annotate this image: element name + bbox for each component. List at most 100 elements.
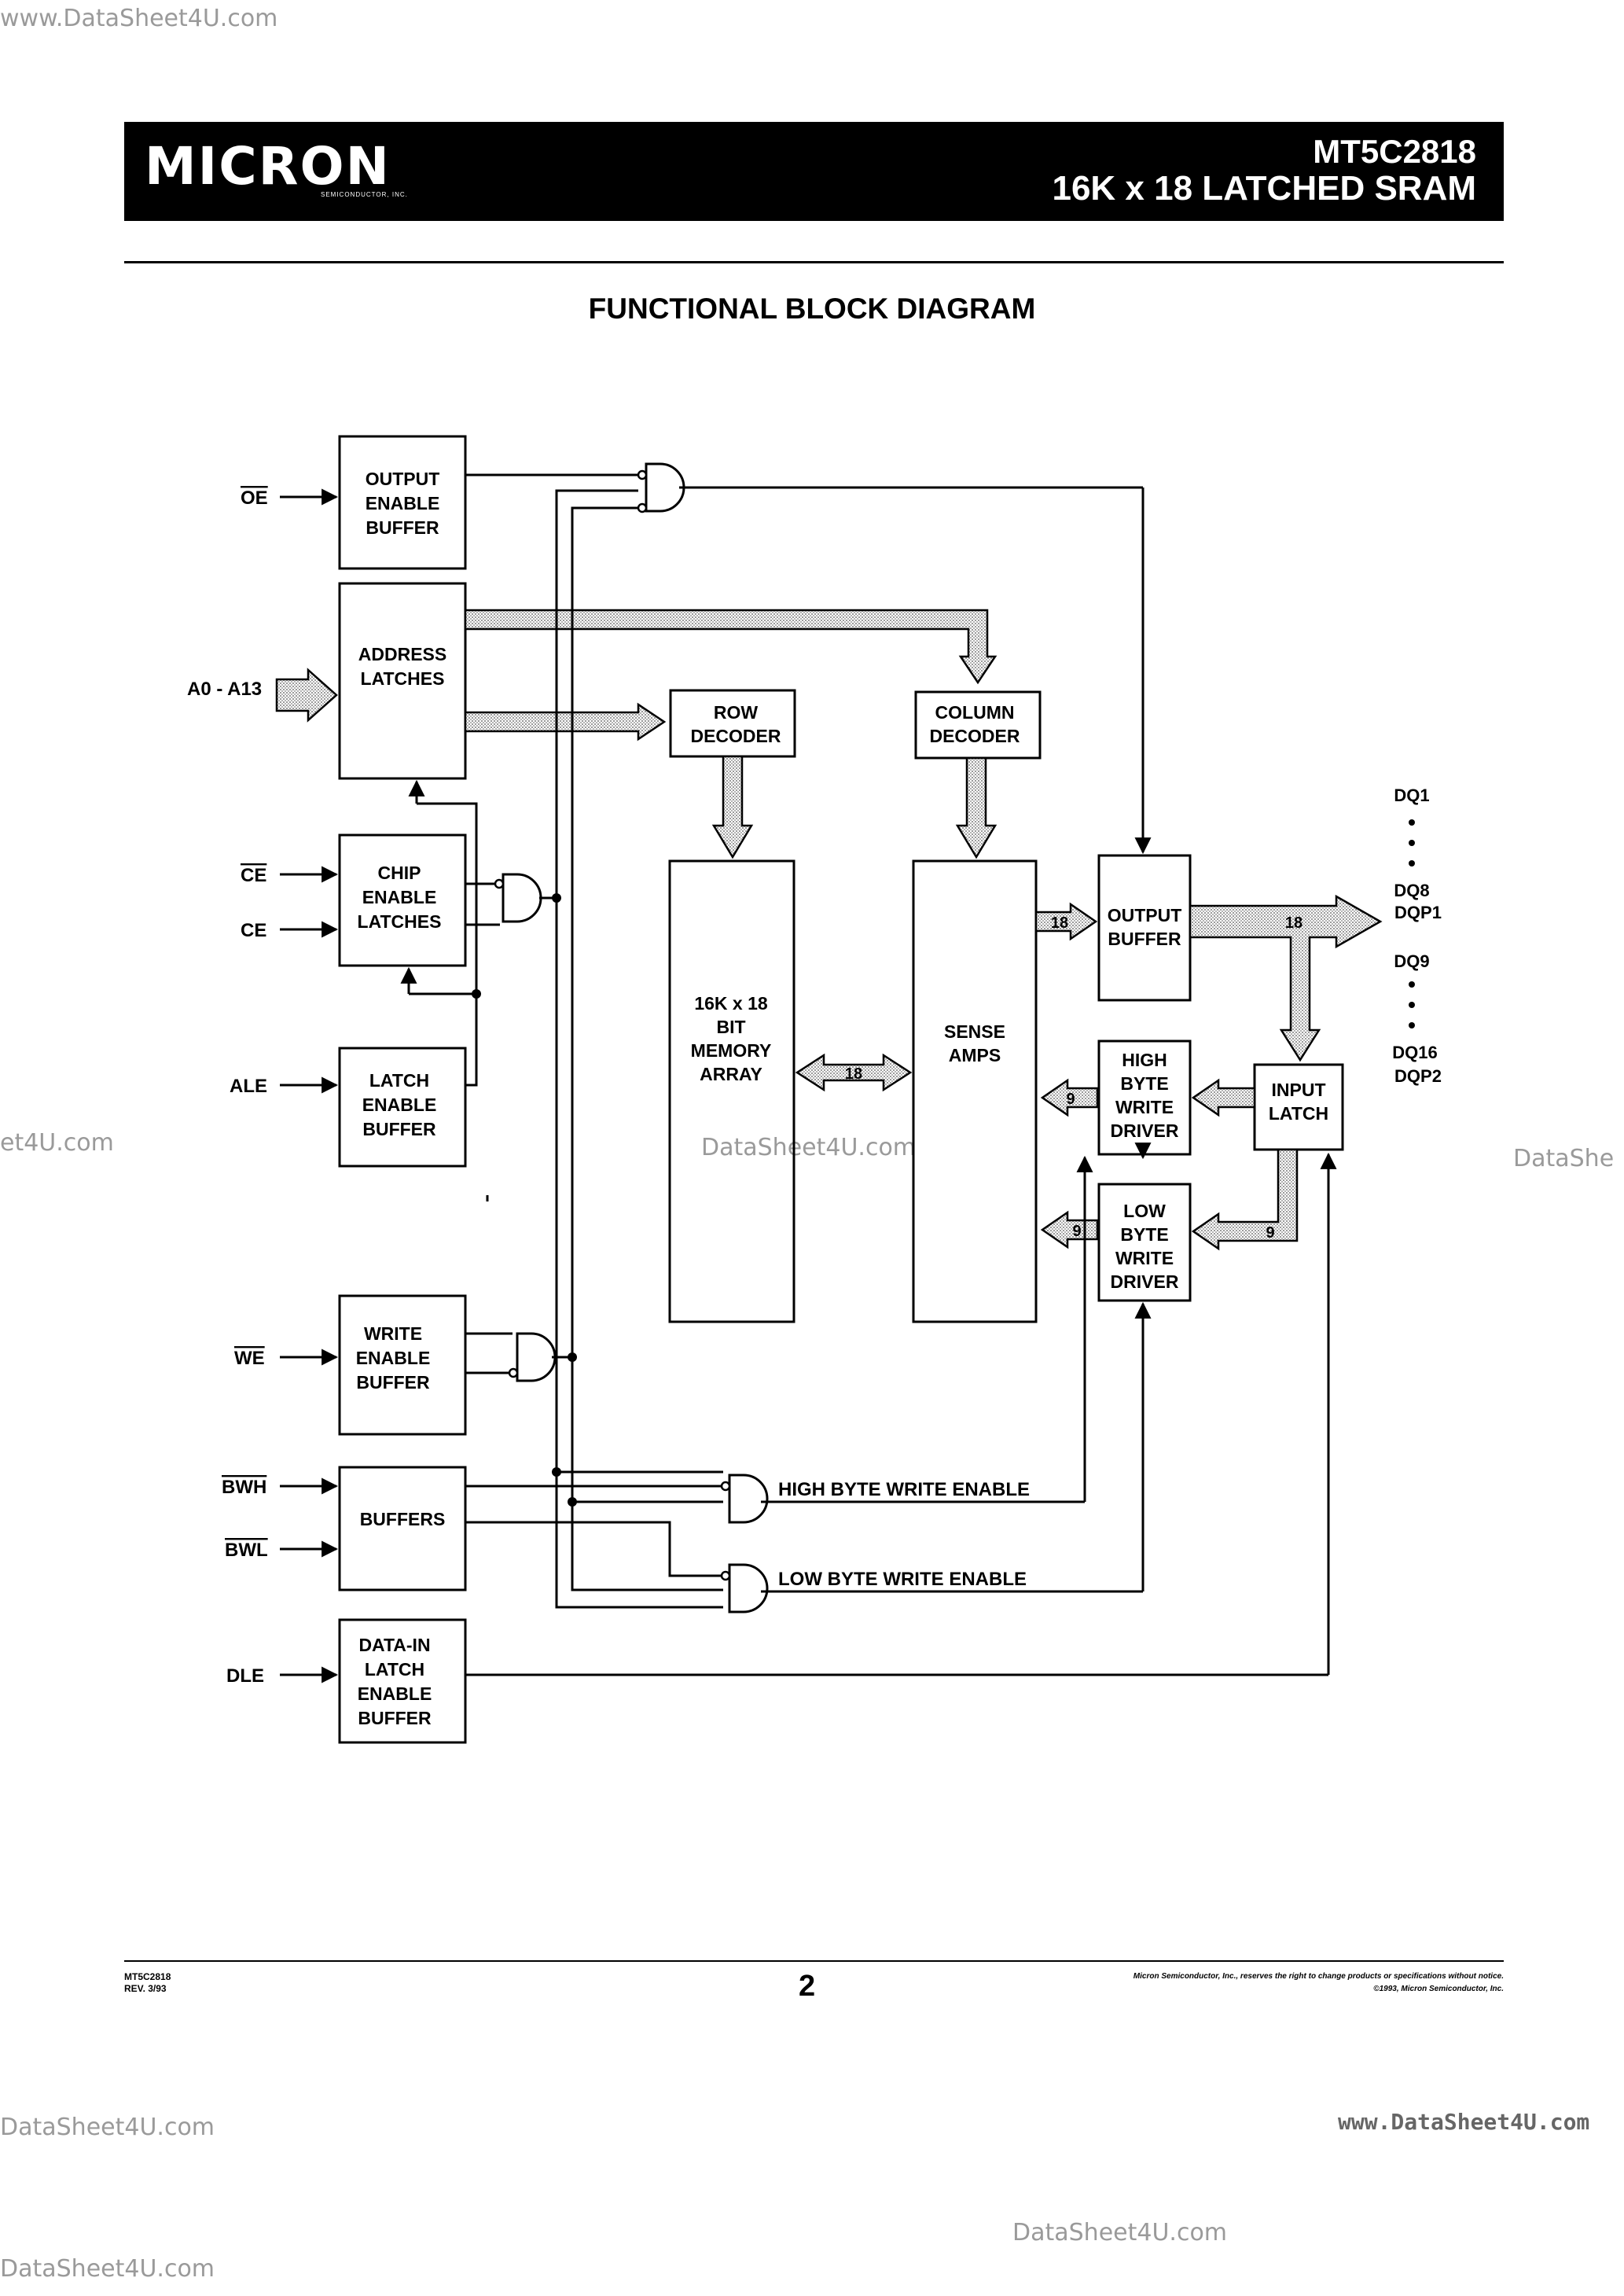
- ce-gate-bubble: [494, 878, 505, 889]
- bus-width-sense-output: 18: [1051, 914, 1068, 932]
- part-number: MT5C2818: [1313, 133, 1476, 170]
- high-driver-to-sense-bus: [1040, 1078, 1099, 1117]
- high-byte-write-enable-label: HIGH BYTE WRITE ENABLE: [778, 1479, 1030, 1500]
- bus-width-low-driver: 9: [1072, 1223, 1081, 1240]
- input-to-high-driver-bus: [1191, 1078, 1256, 1117]
- bus-width-array-sense: 18: [845, 1065, 862, 1083]
- address-to-column-bus: [464, 609, 998, 685]
- low-byte-write-driver-block: [1097, 1183, 1192, 1302]
- oe-gate-bubble-2: [637, 502, 648, 513]
- dq-dot: [1409, 819, 1415, 826]
- junction-dot: [552, 1467, 561, 1477]
- high-gate-bubble: [720, 1481, 731, 1492]
- low-byte-and-gate: [728, 1563, 769, 1613]
- oe-gate-bubble-1: [637, 469, 648, 480]
- memory-array-block: [668, 859, 795, 1323]
- footer-notice: Micron Semiconductor, Inc., reserves the…: [1133, 1972, 1504, 1981]
- dq-dot: [1409, 981, 1415, 988]
- ale-to-address: [417, 802, 478, 994]
- array-sense-bus: [795, 1053, 913, 1092]
- we-gate-bubble: [508, 1367, 519, 1378]
- ale-label: ALE: [230, 1076, 267, 1097]
- bwh-label: BWH: [222, 1477, 266, 1498]
- watermark-mid-left[interactable]: et4U.com: [0, 1129, 114, 1157]
- we-label: WE: [234, 1348, 265, 1369]
- oe-and-gate: [645, 462, 685, 513]
- footer-rule: [124, 1960, 1504, 1962]
- input-to-low-driver-bus: [1191, 1148, 1299, 1251]
- address-bus-label: A0 - A13: [187, 679, 262, 700]
- watermark-footer-center[interactable]: DataSheet4U.com: [1012, 2219, 1228, 2246]
- oe-label: OE: [241, 488, 268, 509]
- ce-label: CE: [241, 920, 266, 941]
- watermark-mid-right[interactable]: DataShe: [1513, 1145, 1615, 1172]
- logo-subtitle: SEMICONDUCTOR, INC.: [321, 191, 408, 198]
- address-input-bus: [275, 668, 338, 723]
- junction-dot: [568, 1497, 577, 1507]
- header-rule: [124, 261, 1504, 263]
- we-and-gate: [516, 1332, 557, 1382]
- buffers-label: BUFFERS: [360, 1509, 446, 1529]
- dq-dot: [1409, 860, 1415, 867]
- row-decoder-block: [669, 689, 796, 758]
- ce-gate-to-oe-gate: [555, 489, 638, 898]
- output-buffer-block: [1097, 854, 1192, 1002]
- bus-width-output-dq: 18: [1285, 914, 1303, 932]
- output-enable-buffer-block: [338, 435, 467, 570]
- we-gate-to-oe-gate: [571, 506, 638, 1357]
- watermark-bottom-left[interactable]: DataSheet4U.com: [0, 2114, 215, 2141]
- low-byte-write-enable-label: LOW BYTE WRITE ENABLE: [778, 1569, 1027, 1590]
- dqp1-label: DQP1: [1394, 903, 1442, 922]
- dq-dot: [1409, 1002, 1415, 1008]
- footer-copyright: ©1993, Micron Semiconductor, Inc.: [1373, 1985, 1504, 1993]
- dq1-label: DQ1: [1394, 786, 1429, 805]
- buffers-block: [338, 1466, 467, 1591]
- bus-width-high-driver: 9: [1066, 1091, 1075, 1108]
- low-gate-bubble: [720, 1570, 731, 1581]
- watermark-bottom-right[interactable]: www.DataSheet4U.com: [1338, 2109, 1590, 2135]
- dle-label: DLE: [226, 1665, 264, 1687]
- footer-part: MT5C2818: [124, 1971, 171, 1982]
- dqp2-label: DQP2: [1394, 1066, 1442, 1086]
- bus-width-input-low: 9: [1266, 1224, 1274, 1242]
- dq9-label: DQ9: [1394, 951, 1429, 971]
- address-latches-block: [338, 582, 467, 780]
- diagram-title: FUNCTIONAL BLOCK DIAGRAM: [588, 293, 1036, 325]
- row-to-array-bus: [711, 755, 754, 859]
- column-to-sense-bus: [955, 756, 998, 859]
- chip-enable-latches-block: [338, 833, 467, 967]
- output-to-dq-bus: [1189, 894, 1383, 1062]
- dq-dot: [1409, 1022, 1415, 1028]
- high-byte-and-gate: [728, 1474, 769, 1524]
- micron-logo: MICRON: [145, 136, 391, 197]
- we-gate-out: [552, 1356, 723, 1591]
- watermark-mid-center[interactable]: DataSheet4U.com: [701, 1134, 917, 1161]
- dq8-label: DQ8: [1394, 881, 1429, 900]
- data-in-latch-enable-buffer-block: [338, 1618, 467, 1744]
- write-enable-buffer-block: [338, 1294, 467, 1436]
- ce-and-gate: [502, 873, 542, 923]
- watermark-footer-left[interactable]: DataSheet4U.com: [0, 2255, 215, 2283]
- sense-to-output-bus: [1034, 902, 1098, 941]
- sense-amps-block: [912, 859, 1038, 1323]
- bwl-label: BWL: [225, 1540, 268, 1561]
- watermark-top[interactable]: www.DataSheet4U.com: [0, 5, 278, 32]
- junction-dot: [472, 989, 481, 999]
- ale-buffer-out: [409, 992, 478, 1087]
- dq16-label: DQ16: [1392, 1043, 1437, 1062]
- footer-rev: REV. 3/93: [124, 1983, 167, 1994]
- bwl-buffer-to-low-gate: [465, 1521, 723, 1577]
- address-to-row-bus: [464, 702, 667, 741]
- junction-dot: [568, 1352, 577, 1362]
